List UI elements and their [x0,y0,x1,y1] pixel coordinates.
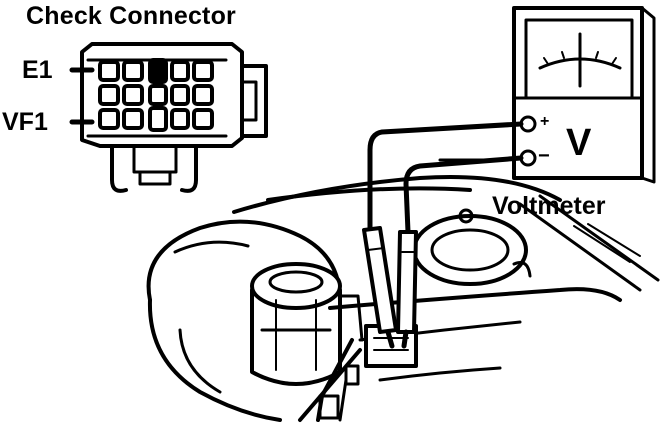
minus-terminal-label: − [538,145,550,167]
engine-icon [146,158,660,422]
pin-label-vf1: VF1 [2,108,48,136]
pin-label-e1: E1 [22,56,53,84]
plus-terminal-label: + [540,113,550,130]
instrument-label: Voltmeter [492,192,606,220]
meter-symbol: V [566,122,592,164]
connector-icon [69,42,268,193]
diagram-title: Check Connector [26,2,236,30]
probe-icon [362,121,524,349]
voltmeter-icon [512,6,656,184]
